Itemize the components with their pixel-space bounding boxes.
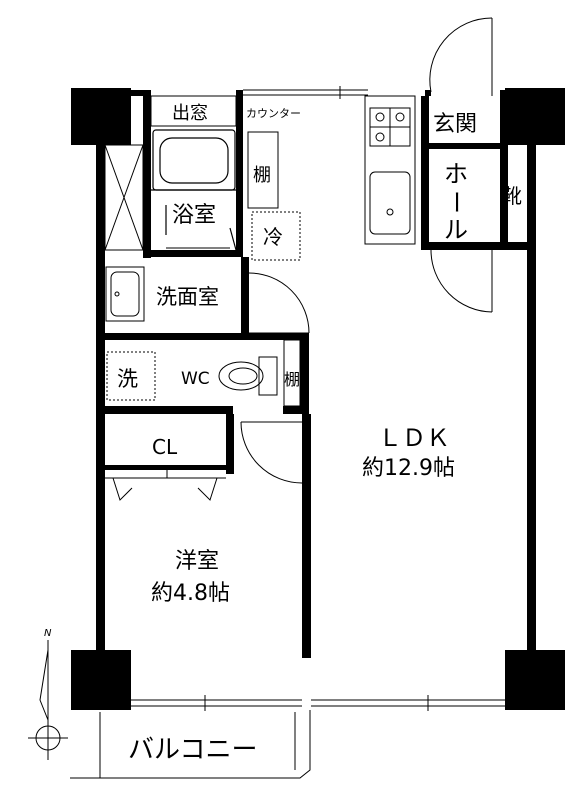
- label-fridge: 冷: [263, 225, 283, 249]
- toilet: [218, 356, 278, 396]
- interior-walls: [105, 90, 536, 658]
- label-washroom: 洗面室: [156, 285, 219, 309]
- kitchen-counter: [364, 95, 416, 245]
- fridge-space: [251, 211, 301, 261]
- label-bay-window: 出窓: [172, 103, 208, 124]
- label-ldk-name: ＬＤＫ: [378, 424, 450, 452]
- label-hall-2: ー: [442, 190, 470, 214]
- bathtub: [151, 129, 237, 251]
- compass: [28, 640, 68, 760]
- label-ldk-size: 約12.9帖: [362, 456, 455, 481]
- structural-columns: [71, 88, 565, 710]
- label-counter: カウンター: [246, 107, 301, 120]
- label-wc: WC: [181, 369, 210, 389]
- closet: [105, 470, 226, 501]
- compass-north-label: N: [44, 628, 52, 639]
- label-western-name: 洋室: [175, 549, 219, 574]
- label-bathroom: 浴室: [172, 203, 216, 228]
- label-western-size: 約4.8帖: [151, 581, 230, 606]
- label-shelf-bath: 棚: [253, 165, 271, 186]
- doors: [166, 17, 493, 484]
- label-entrance: 玄関: [433, 112, 477, 137]
- pipe-space: [104, 144, 144, 251]
- label-washer: 洗: [117, 367, 138, 391]
- exterior-walls: [96, 90, 536, 658]
- shelf-bath: [247, 131, 279, 209]
- washbasin: [105, 266, 145, 322]
- label-shelf-wc: 棚: [284, 370, 300, 389]
- shelf-wc: [283, 339, 301, 407]
- balcony: [70, 710, 311, 779]
- windows: [131, 86, 505, 711]
- label-shoe: 靴: [502, 184, 522, 208]
- label-balcony: バルコニー: [128, 735, 257, 765]
- label-closet: CL: [152, 435, 178, 459]
- label-hall-1: ホ: [444, 160, 468, 188]
- label-hall-3: ル: [444, 216, 468, 244]
- washing-machine-space: [106, 351, 156, 401]
